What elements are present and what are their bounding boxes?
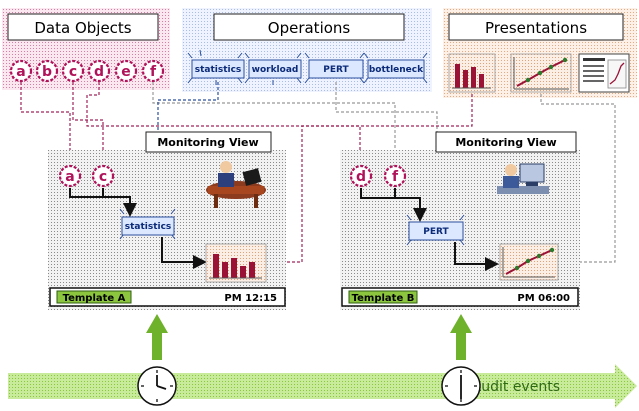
trigger-arrow-b — [450, 314, 472, 360]
view-a-operation-label: statistics — [125, 222, 172, 232]
view-a-flow-output — [161, 237, 207, 269]
link-d-to-view-b — [86, 82, 364, 162]
monitoring-view-b[interactable]: Monitoring View d f PERT — [340, 131, 580, 310]
view-a-input-a[interactable]: a — [58, 164, 82, 188]
object-d[interactable]: d — [87, 59, 111, 83]
data-objects-title: Data Objects — [34, 19, 131, 37]
view-a-label-box — [145, 131, 272, 153]
view-a-title: Monitoring View — [157, 136, 258, 149]
view-a-operation-statistics[interactable]: statistics — [119, 208, 176, 240]
view-a-flow-inputs — [69, 188, 137, 217]
object-c-label: c — [69, 64, 77, 80]
object-e-label: e — [121, 64, 131, 80]
view-b-operation-label: PERT — [423, 227, 449, 237]
view-a-bar-chart[interactable] — [205, 243, 267, 283]
clock-icon-b — [441, 366, 481, 406]
presentations-panel: Presentations — [443, 8, 637, 98]
operation-pert-label: PERT — [323, 65, 349, 75]
object-c[interactable]: c — [61, 59, 85, 83]
operation-workload[interactable]: workload — [244, 52, 302, 85]
template-a-label: Template A — [63, 293, 126, 304]
view-b-operation-pert[interactable]: PERT — [406, 214, 465, 246]
operation-statistics-label: statistics — [195, 65, 242, 75]
trigger-arrow-a — [146, 314, 168, 360]
operations-title-box — [213, 13, 405, 41]
view-b-flow-output — [454, 242, 499, 271]
operation-bottleneck[interactable]: bottleneck — [363, 52, 428, 84]
link-a-to-view-a — [20, 82, 74, 162]
object-e[interactable]: e — [114, 59, 138, 83]
object-a[interactable]: a — [9, 59, 33, 83]
presentations-title: Presentations — [485, 19, 587, 37]
operations-panel: Operations statistics workload PERT bott… — [182, 8, 432, 92]
view-b-flow-inputs — [360, 188, 427, 222]
template-b-label: Template B — [352, 293, 415, 304]
operation-bottleneck-label: bottleneck — [369, 65, 424, 75]
person-at-computer-icon — [497, 163, 549, 194]
audit-events-arrow: Audit events — [8, 364, 637, 408]
link-c-to-view-a — [72, 82, 107, 162]
object-b[interactable]: b — [35, 59, 59, 83]
operation-statistics[interactable]: statistics — [187, 49, 245, 85]
operation-pert[interactable]: PERT — [304, 52, 365, 84]
person-at-desk-icon — [206, 161, 266, 208]
template-a-badge[interactable]: Template A — [56, 290, 132, 304]
bar-chart-icon[interactable] — [448, 53, 496, 93]
operation-workload-label: workload — [252, 65, 299, 75]
operations-title: Operations — [268, 19, 351, 37]
clock-icon-a — [137, 366, 177, 406]
document-chart-icon[interactable] — [578, 53, 630, 93]
view-b-title: Monitoring View — [455, 136, 556, 149]
view-b-input-f-label: f — [392, 169, 399, 185]
view-b-input-f[interactable]: f — [383, 164, 407, 188]
object-f-label: f — [150, 64, 157, 80]
view-a-input-c[interactable]: c — [91, 164, 115, 188]
line-chart-icon[interactable] — [510, 53, 572, 93]
object-a-label: a — [16, 64, 25, 80]
view-a-input-c-label: c — [99, 169, 107, 185]
presentations-title-box — [448, 13, 624, 41]
link-f-to-view-b — [152, 82, 399, 162]
view-b-time: PM 06:00 — [517, 293, 570, 304]
object-f[interactable]: f — [141, 59, 165, 83]
link-linechart-to-view-b — [540, 94, 616, 266]
data-objects-title-box — [7, 13, 159, 41]
audit-events-label: Audit events — [472, 379, 560, 395]
view-b-line-chart[interactable] — [499, 243, 559, 281]
object-d-label: d — [94, 64, 104, 80]
monitoring-view-a[interactable]: Monitoring View a c statistics — [48, 131, 286, 310]
view-a-input-a-label: a — [65, 169, 74, 185]
link-barchart-to-view-a — [269, 94, 473, 266]
object-b-label: b — [42, 64, 52, 80]
view-b-label-box — [435, 131, 577, 153]
view-b-input-d[interactable]: d — [349, 164, 373, 188]
view-b-input-d-label: d — [356, 169, 366, 185]
data-objects-panel: Data Objects a b c d e f — [2, 8, 170, 90]
view-a-time: PM 12:15 — [224, 293, 277, 304]
template-b-badge[interactable]: Template B — [348, 290, 418, 304]
